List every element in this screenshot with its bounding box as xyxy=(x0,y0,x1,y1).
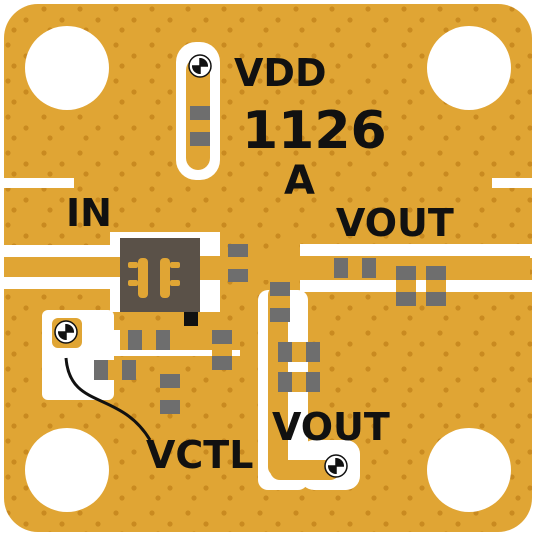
label-in: IN xyxy=(66,191,112,235)
capacitor-vout-bias xyxy=(270,282,290,322)
ic-package-icon xyxy=(120,238,200,326)
part-number-label: 1126 xyxy=(242,101,387,161)
mounting-hole-top-right xyxy=(427,26,511,110)
capacitor-in xyxy=(228,244,248,282)
label-vdd: VDD xyxy=(234,51,327,95)
mounting-hole-bottom-left xyxy=(25,428,109,512)
test-point-vdd[interactable] xyxy=(188,54,212,78)
vctl-wire xyxy=(64,357,152,441)
resistor-vctl-2 xyxy=(212,330,232,370)
resistor-vout-series xyxy=(334,258,376,278)
capacitor-vdd xyxy=(190,106,210,146)
resistor-vctl-1 xyxy=(128,330,170,350)
label-vout-top: VOUT xyxy=(336,201,454,245)
inductor-vout-2 xyxy=(278,372,320,392)
label-vout-bottom: VOUT xyxy=(272,405,390,449)
label-vctl: VCTL xyxy=(146,433,253,477)
capacitor-vctl xyxy=(160,374,180,414)
inductor-vout-1 xyxy=(278,342,320,362)
smd-components xyxy=(94,106,446,414)
mounting-hole-bottom-right xyxy=(427,428,511,512)
test-point-vout[interactable] xyxy=(324,454,348,478)
capacitor-vout-2 xyxy=(426,266,446,306)
capacitor-vout-1 xyxy=(396,266,416,306)
mounting-hole-top-left xyxy=(25,26,109,110)
revision-label: A xyxy=(284,158,315,204)
test-point-vctl[interactable] xyxy=(54,320,78,344)
resistor-vctl-3 xyxy=(94,360,136,380)
